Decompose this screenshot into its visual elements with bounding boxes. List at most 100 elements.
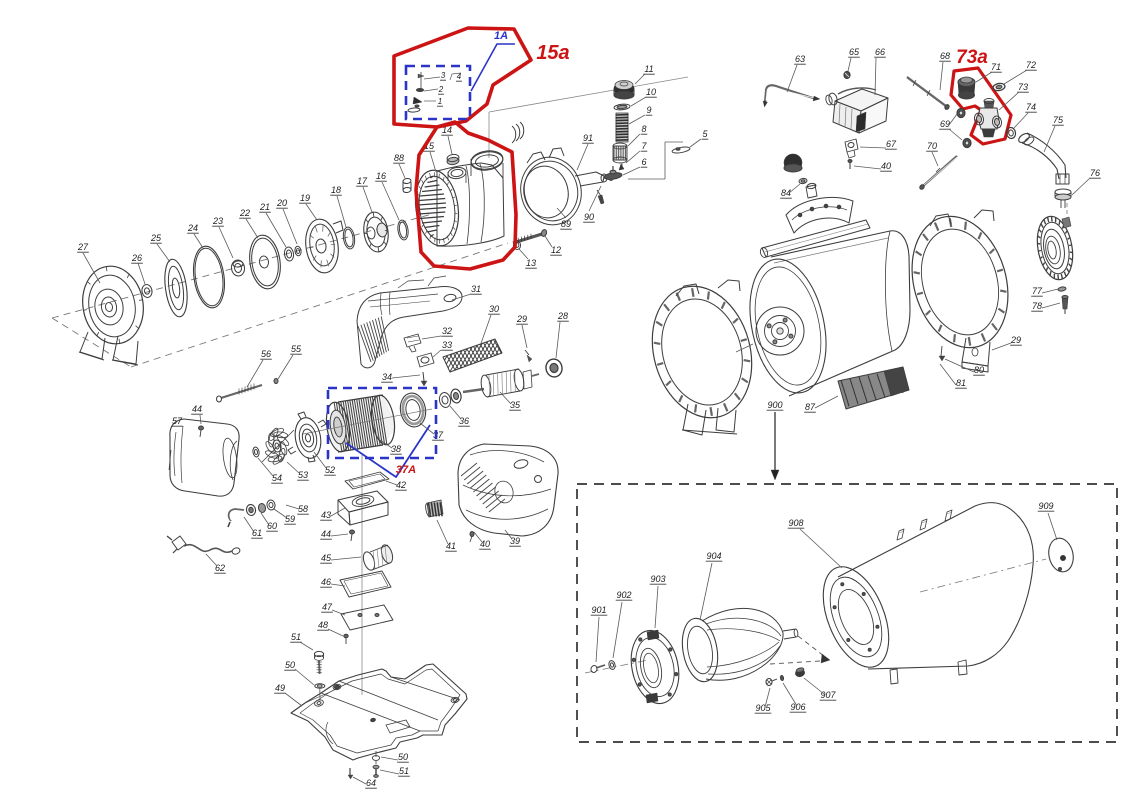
svg-text:11: 11 xyxy=(644,64,653,74)
svg-text:36: 36 xyxy=(459,416,469,426)
svg-text:63: 63 xyxy=(795,54,805,64)
svg-text:905: 905 xyxy=(755,703,771,713)
svg-text:44: 44 xyxy=(321,529,331,539)
svg-text:71: 71 xyxy=(991,62,1001,72)
svg-text:55: 55 xyxy=(291,344,302,354)
svg-text:74: 74 xyxy=(1026,102,1036,112)
svg-text:84: 84 xyxy=(781,188,791,198)
svg-text:26: 26 xyxy=(131,253,142,263)
svg-text:23: 23 xyxy=(212,216,223,226)
svg-text:20: 20 xyxy=(276,198,287,208)
svg-text:16: 16 xyxy=(376,171,386,181)
svg-text:15: 15 xyxy=(424,141,435,151)
svg-text:75: 75 xyxy=(1053,115,1064,125)
svg-text:58: 58 xyxy=(298,504,308,514)
svg-text:909: 909 xyxy=(1038,501,1053,511)
svg-text:902: 902 xyxy=(616,590,631,600)
svg-text:14: 14 xyxy=(442,125,452,135)
svg-text:57: 57 xyxy=(172,416,183,426)
svg-text:7: 7 xyxy=(641,141,647,151)
svg-text:51: 51 xyxy=(399,766,409,776)
svg-text:9: 9 xyxy=(646,105,651,115)
svg-text:901: 901 xyxy=(591,605,606,615)
svg-text:1A: 1A xyxy=(494,30,508,42)
svg-text:31: 31 xyxy=(471,284,481,294)
svg-text:37A: 37A xyxy=(396,464,416,476)
svg-text:28: 28 xyxy=(557,311,568,321)
svg-text:89: 89 xyxy=(561,219,571,229)
svg-text:2: 2 xyxy=(438,85,444,94)
svg-text:29: 29 xyxy=(1010,335,1021,345)
svg-text:50: 50 xyxy=(285,660,295,670)
svg-text:60: 60 xyxy=(267,521,277,531)
svg-text:34: 34 xyxy=(382,372,392,382)
svg-text:48: 48 xyxy=(318,620,328,630)
svg-text:45: 45 xyxy=(321,553,332,563)
svg-text:54: 54 xyxy=(272,473,282,483)
svg-text:17: 17 xyxy=(357,176,368,186)
svg-text:67: 67 xyxy=(886,139,897,149)
svg-text:15a: 15a xyxy=(536,42,569,64)
svg-text:903: 903 xyxy=(650,574,665,584)
svg-text:4: 4 xyxy=(457,72,462,81)
svg-text:18: 18 xyxy=(331,185,341,195)
svg-text:78: 78 xyxy=(1032,301,1042,311)
svg-text:52: 52 xyxy=(325,465,335,475)
svg-text:49: 49 xyxy=(275,683,285,693)
svg-text:12: 12 xyxy=(551,245,561,255)
svg-text:40: 40 xyxy=(881,161,891,171)
svg-text:72: 72 xyxy=(1026,60,1036,70)
svg-text:5: 5 xyxy=(702,129,708,139)
svg-text:904: 904 xyxy=(706,551,721,561)
svg-text:77: 77 xyxy=(1032,286,1043,296)
svg-text:30: 30 xyxy=(489,304,499,314)
svg-text:10: 10 xyxy=(646,87,656,97)
svg-text:38: 38 xyxy=(391,444,401,454)
svg-text:42: 42 xyxy=(396,480,406,490)
svg-text:59: 59 xyxy=(285,514,295,524)
svg-text:8: 8 xyxy=(641,124,646,134)
svg-text:22: 22 xyxy=(239,208,250,218)
svg-text:27: 27 xyxy=(77,242,89,252)
svg-text:91: 91 xyxy=(583,133,593,143)
svg-text:3: 3 xyxy=(441,71,446,80)
svg-text:900: 900 xyxy=(767,400,782,410)
svg-text:29: 29 xyxy=(516,314,527,324)
svg-text:46: 46 xyxy=(321,577,331,587)
svg-text:51: 51 xyxy=(291,632,301,642)
svg-text:908: 908 xyxy=(788,518,803,528)
svg-text:41: 41 xyxy=(446,541,456,551)
svg-text:906: 906 xyxy=(790,702,805,712)
svg-text:80: 80 xyxy=(974,365,984,375)
svg-text:33: 33 xyxy=(442,340,452,350)
svg-text:39: 39 xyxy=(510,536,520,546)
svg-text:88: 88 xyxy=(394,153,404,163)
svg-text:87: 87 xyxy=(805,402,816,412)
svg-text:76: 76 xyxy=(1090,168,1100,178)
svg-text:69: 69 xyxy=(940,119,950,129)
svg-text:43: 43 xyxy=(321,510,331,520)
svg-text:68: 68 xyxy=(940,51,950,61)
svg-text:61: 61 xyxy=(252,528,262,538)
svg-text:70: 70 xyxy=(927,141,937,151)
svg-text:47: 47 xyxy=(322,602,333,612)
svg-text:50: 50 xyxy=(398,752,408,762)
svg-text:24: 24 xyxy=(187,223,198,233)
svg-text:907: 907 xyxy=(820,690,836,700)
svg-text:6: 6 xyxy=(641,157,646,167)
svg-text:73: 73 xyxy=(1018,82,1028,92)
svg-text:90: 90 xyxy=(584,212,594,222)
svg-text:56: 56 xyxy=(261,349,271,359)
svg-text:21: 21 xyxy=(259,202,270,212)
svg-text:35: 35 xyxy=(510,400,521,410)
svg-text:25: 25 xyxy=(150,233,162,243)
svg-text:81: 81 xyxy=(956,378,966,388)
svg-text:1: 1 xyxy=(438,97,442,106)
svg-text:53: 53 xyxy=(298,470,308,480)
svg-text:44: 44 xyxy=(192,404,202,414)
svg-text:37: 37 xyxy=(433,430,444,440)
svg-text:62: 62 xyxy=(215,563,225,573)
svg-text:32: 32 xyxy=(442,326,452,336)
svg-text:40: 40 xyxy=(480,539,490,549)
svg-text:19: 19 xyxy=(300,193,310,203)
